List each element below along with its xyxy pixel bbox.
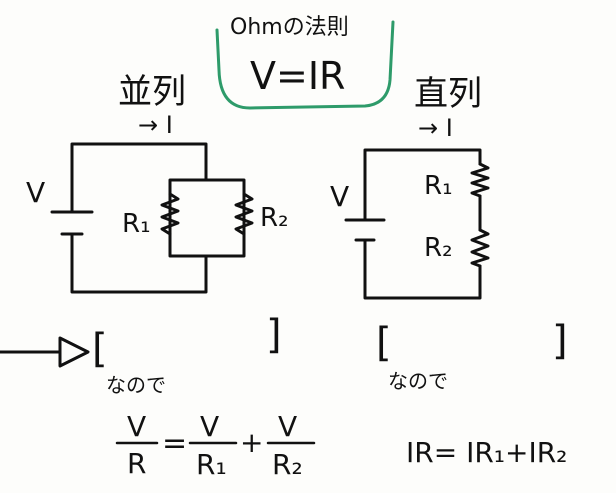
eq-term2-denominator: R₂: [272, 448, 303, 481]
ohms-law-box-border: [215, 20, 395, 110]
eq-term1-numerator: V: [200, 410, 219, 443]
eq-equals: =: [162, 426, 187, 461]
series-title: 直列: [414, 74, 482, 114]
eq-plus: +: [240, 426, 263, 459]
parallel-equation: V R = V R₁ + V R₂: [115, 410, 316, 481]
eq-term2-numerator: V: [278, 410, 297, 443]
parallel-title: 並列: [118, 72, 186, 112]
parallel-wire-bottom: [70, 232, 208, 294]
series-resistor-r2: [470, 228, 490, 268]
parallel-branch-box: [168, 178, 246, 258]
parallel-blank-close: ]: [266, 312, 282, 358]
series-equation: IR= IR₁+IR₂: [406, 436, 567, 469]
parallel-blank-open: [: [92, 326, 108, 372]
series-resistor-r1: [470, 162, 490, 198]
ohms-law-box: Ohmの法則 V=IR: [215, 15, 395, 110]
parallel-section: 並列 → I V R₁ R₂: [26, 72, 289, 294]
eq-term1-denominator: R₁: [196, 448, 227, 481]
series-note: なので: [388, 369, 448, 393]
parallel-resistor-r2: [234, 192, 254, 236]
series-r1-label: R₁: [424, 171, 453, 201]
series-blank-open: [: [376, 320, 392, 366]
pointer-arrow: [0, 336, 90, 368]
parallel-note: なので: [106, 373, 166, 397]
eq-lhs-denominator: R: [127, 447, 146, 480]
parallel-voltage-label: V: [26, 176, 45, 209]
parallel-r2-label: R₂: [260, 203, 289, 233]
parallel-current-label: → I: [138, 111, 173, 139]
series-r2-label: R₂: [424, 233, 453, 263]
parallel-wire-top: [70, 142, 208, 214]
eq-lhs-numerator: V: [127, 410, 146, 443]
series-current-label: → I: [418, 114, 453, 142]
series-section: 直列 → I V R₁ R₂: [330, 74, 490, 300]
parallel-resistor-r1: [160, 192, 180, 236]
ohms-law-caption: Ohmの法則: [230, 15, 349, 40]
series-voltage-label: V: [330, 180, 349, 213]
series-blank-close: ]: [552, 318, 568, 364]
ohms-law-formula: V=IR: [250, 54, 345, 98]
series-wire: [363, 148, 482, 300]
parallel-r1-label: R₁: [122, 209, 151, 239]
